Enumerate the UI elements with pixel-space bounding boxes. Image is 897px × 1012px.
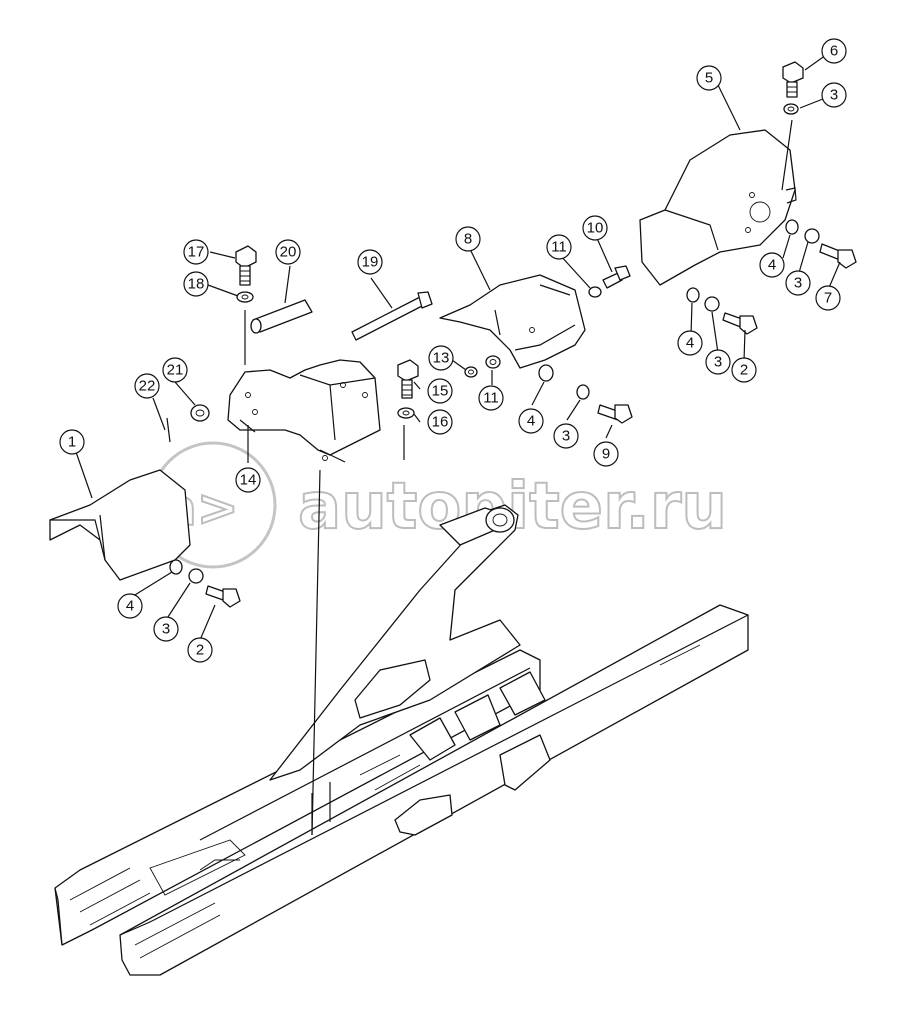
callout-label: 3 [794, 275, 802, 292]
part-13-washer [464, 366, 478, 378]
callout-3-mid[interactable]: 3 [785, 270, 811, 296]
part-2-bolt [205, 585, 241, 608]
part-5-shroud [639, 129, 797, 286]
callout-7[interactable]: 7 [815, 285, 841, 311]
callout-label: 18 [188, 276, 205, 293]
callout-label: 3 [562, 428, 570, 445]
callout-label: 17 [188, 244, 205, 261]
callout-label: 3 [714, 354, 722, 371]
callout-3-left[interactable]: 3 [153, 616, 179, 642]
callout-4-left[interactable]: 4 [117, 593, 143, 619]
part-3-washer [704, 296, 720, 312]
part-9-bolt [597, 404, 633, 424]
callout-label: 19 [362, 254, 379, 271]
part-20-pin [250, 299, 313, 334]
callout-label: 14 [240, 472, 257, 489]
callout-label: 3 [162, 621, 170, 638]
part-19-rod [351, 291, 433, 341]
callout-label: 2 [196, 642, 204, 659]
callout-4-topright[interactable]: 4 [759, 252, 785, 278]
callout-19[interactable]: 19 [357, 249, 383, 275]
callout-2-left[interactable]: 2 [187, 637, 213, 663]
part-1-cover [49, 469, 191, 581]
callout-label: 8 [464, 231, 472, 248]
callout-4-right[interactable]: 4 [677, 330, 703, 356]
callout-label: 2 [740, 362, 748, 379]
callout-4-center[interactable]: 4 [518, 408, 544, 434]
callout-3-right[interactable]: 3 [705, 349, 731, 375]
part-3-washer [576, 384, 590, 400]
leader-line [311, 469, 321, 836]
callout-10[interactable]: 10 [582, 215, 608, 241]
callout-3-top[interactable]: 3 [821, 82, 847, 108]
callout-label: 4 [527, 413, 535, 430]
callout-13[interactable]: 13 [428, 345, 454, 371]
callout-21[interactable]: 21 [162, 357, 188, 383]
part-3-washer [783, 103, 799, 115]
callout-label: 11 [483, 390, 499, 407]
callout-16[interactable]: 16 [427, 409, 453, 435]
leader-line [781, 119, 793, 191]
callout-label: 15 [432, 383, 449, 400]
callout-8[interactable]: 8 [455, 226, 481, 252]
part-3-washer [804, 228, 820, 244]
part-8-shroud [439, 274, 586, 369]
part-17-bolt [235, 245, 257, 286]
part-4-washer [785, 219, 799, 235]
part-3-washer [188, 568, 204, 584]
part-4-washer [169, 559, 183, 575]
callout-label: 1 [68, 434, 76, 451]
track-frame [54, 504, 749, 976]
callout-3-center[interactable]: 3 [553, 423, 579, 449]
callout-20[interactable]: 20 [275, 239, 301, 265]
callout-label: 5 [705, 70, 713, 87]
callout-11-top[interactable]: 11 [546, 234, 572, 260]
part-11-washer [588, 286, 602, 298]
part-22-pin [166, 417, 171, 443]
callout-label: 22 [139, 378, 156, 395]
part-15-bolt [397, 359, 419, 399]
callout-leaders [75, 49, 841, 641]
callout-label: 21 [167, 362, 184, 379]
callout-label: 7 [824, 290, 832, 307]
callout-9[interactable]: 9 [593, 441, 619, 467]
callout-label: 13 [433, 350, 450, 367]
part-6-bolt [782, 61, 804, 98]
callout-label: 3 [830, 87, 838, 104]
part-4-washer [686, 287, 700, 303]
part-7-bolt [819, 243, 857, 269]
callout-1[interactable]: 1 [59, 429, 85, 455]
callout-label: 10 [587, 220, 604, 237]
callout-15[interactable]: 15 [427, 378, 453, 404]
part-21-bushing [190, 404, 210, 422]
part-18-washer [236, 291, 254, 303]
callout-22[interactable]: 22 [134, 373, 160, 399]
callout-label: 4 [686, 335, 694, 352]
callout-2-right[interactable]: 2 [731, 357, 757, 383]
callout-label: 16 [432, 414, 449, 431]
part-11-washer [485, 355, 501, 369]
callout-5[interactable]: 5 [696, 65, 722, 91]
part-2-bolt [722, 312, 758, 335]
callout-17[interactable]: 17 [183, 239, 209, 265]
bracket-assembly [227, 359, 381, 463]
callout-6[interactable]: 6 [821, 38, 847, 64]
callout-label: 4 [768, 257, 776, 274]
callout-label: 20 [280, 244, 297, 261]
callout-label: 9 [602, 446, 610, 463]
watermark: a> autopiter.ru [149, 441, 728, 569]
callout-label: 4 [126, 598, 134, 615]
callout-label: 11 [551, 239, 567, 256]
part-10-bolt [602, 265, 631, 289]
callout-11-bottom[interactable]: 11 [478, 385, 504, 411]
part-4-washer [538, 364, 554, 382]
callout-18[interactable]: 18 [183, 271, 209, 297]
part-16-washer [397, 407, 415, 419]
callout-label: 6 [830, 43, 838, 60]
callout-14[interactable]: 14 [235, 467, 261, 493]
